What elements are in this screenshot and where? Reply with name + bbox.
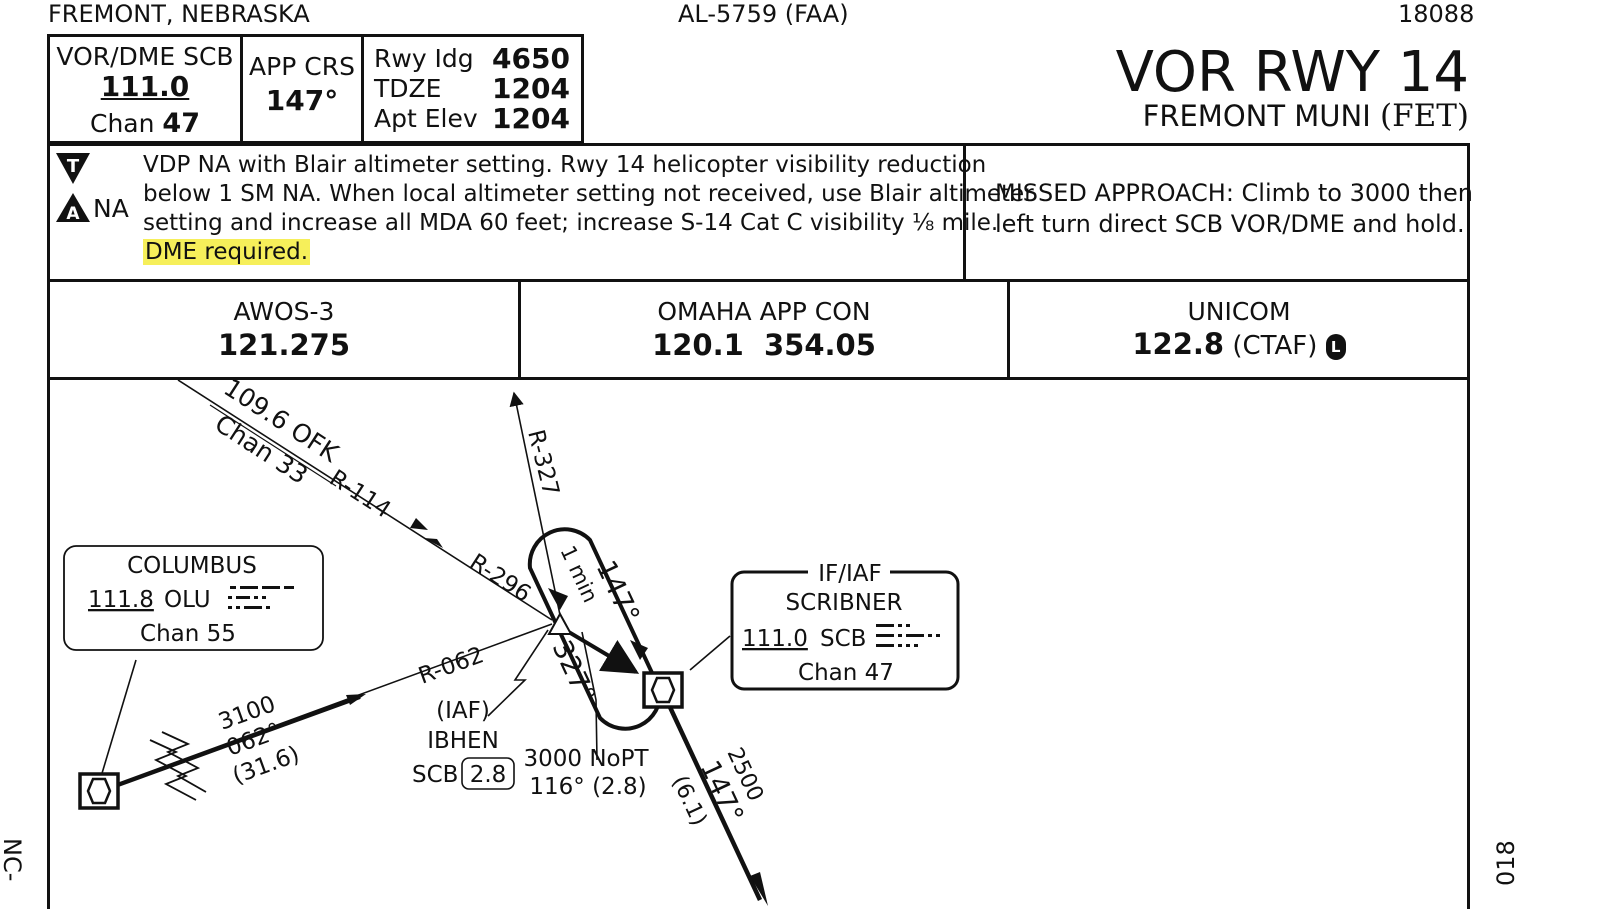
r296-label: R-296 [465,549,536,607]
ibhen-name: IBHEN [427,728,499,754]
final-course-line [659,689,763,901]
notes-text: VDP NA with Blair altimeter setting. Rwy… [143,151,1034,267]
ctaf-label: (CTAF) [1232,331,1318,361]
unicom-line: 122.8 (CTAF) L [1010,327,1468,361]
alternate-minimums-icon: A [56,193,90,224]
scribner-name: SCRIBNER [786,590,903,616]
divider [240,36,243,142]
chart-break-mark [161,731,207,793]
a-symbol: A [66,204,80,224]
r114-label: R-114 [325,465,396,523]
takeoff-minimums-icon: T [56,153,90,184]
rwy-ldg-value: 4650 [492,42,570,75]
r327-radial-line [509,391,561,616]
notes-line: below 1 SM NA. When local altimeter sett… [143,181,1034,207]
columbus-vordme-icon [78,772,120,810]
missed-approach-text: MISSED APPROACH: Climb to 3000 then left… [995,178,1473,240]
nopt-leader [581,631,598,761]
comms-strip [47,279,1470,380]
dme-required-note: DME required. [143,239,311,265]
hold-arrow [548,588,568,610]
apt-elev-value: 1204 [492,102,570,135]
awos-freq: 121.275 [217,328,351,362]
nav-facility-label: VOR/DME SCB [56,42,234,71]
awos-label: AWOS-3 [233,297,335,326]
chart-id: AL-5759 (FAA) [678,0,849,28]
airport-id: (FET) [1379,98,1469,134]
columbus-navaid-box [63,545,324,651]
airport-line: FREMONT MUNI (FET) [1143,98,1469,134]
apt-elev-label: Apt Elev [374,104,478,133]
nav-channel: Chan 47 [50,108,240,139]
unicom-freq: 122.8 [1132,327,1225,361]
scribner-role: IF/IAF [818,561,882,587]
plan-border-right [1467,377,1470,909]
columbus-name: COLUMBUS [127,553,257,579]
scribner-freq: 111.0 [742,626,808,652]
alternate-na: NA [93,194,129,223]
missed-line: MISSED APPROACH: Climb to 3000 then [995,179,1473,207]
app-crs-value: 147° [265,84,339,117]
columbus-morse-icon [228,586,294,609]
chan-number: 47 [162,108,200,139]
lighting-icon: L [1325,333,1346,360]
margin-right-text: 018 [1492,840,1520,886]
divider [518,281,521,378]
initial-segment [560,626,640,674]
briefing-strip [47,34,584,144]
scribner-morse-icon [876,624,940,647]
r114-arrow [410,518,428,530]
final-arrow [750,872,768,906]
iaf-label-mask [808,562,890,584]
nav-frequency: 111.0 [100,70,190,103]
ibhen-iaf-label: (IAF) [436,698,490,724]
ibhen-leader [487,629,549,717]
r296-arrow [424,538,443,548]
scribner-leader [689,635,731,671]
r062-label: R-062 [415,642,487,689]
ibhen-fix-icon [547,611,573,635]
columbus-leader [99,659,137,781]
feeder-route [117,695,361,787]
columbus-freq: 111.8 [88,587,154,613]
unicom-label: UNICOM [1187,297,1291,326]
scribner-vordme-icon [642,671,684,709]
chan-prefix: Chan [90,109,163,138]
columbus-id: OLU [164,587,211,613]
ibhen-facility: SCB [412,762,458,788]
divider [361,36,364,142]
approach-control-label: OMAHA APP CON [657,297,871,326]
r114-radial-line [177,379,553,621]
procedure-title: VOR RWY 14 [1115,40,1469,105]
tdze-label: TDZE [374,74,442,103]
scribner-id: SCB [820,626,866,652]
airport-name: FREMONT MUNI [1142,99,1371,133]
divider [963,145,966,280]
columbus-channel: Chan 55 [140,621,236,647]
margin-left-text: NC- [0,838,26,881]
nopt-course: 116° (2.8) [529,774,646,800]
ibhen-dme: 2.8 [470,762,507,788]
holding-pattern [527,527,663,731]
tdze-value: 1204 [492,72,570,105]
scribner-channel: Chan 47 [798,660,894,686]
t-symbol: T [67,156,80,177]
cycle-number: 18088 [1398,0,1475,28]
notes-line: VDP NA with Blair altimeter setting. Rwy… [143,152,987,178]
location-label: FREMONT, NEBRASKA [48,0,310,28]
rwy-ldg-label: Rwy Idg [374,44,474,73]
feeder-arrow [346,694,366,705]
approach-control-freq: 120.1 354.05 [652,328,876,362]
ofk-leader [209,404,337,487]
divider [1007,281,1010,378]
nopt-altitude: 3000 NoPT [523,746,649,772]
app-crs-label: APP CRS [249,52,355,81]
plan-border-left [47,377,50,909]
dme-distance-box [461,757,515,790]
notes-line: setting and increase all MDA 60 feet; in… [143,210,999,236]
missed-line: left turn direct SCB VOR/DME and hold. [995,210,1465,238]
